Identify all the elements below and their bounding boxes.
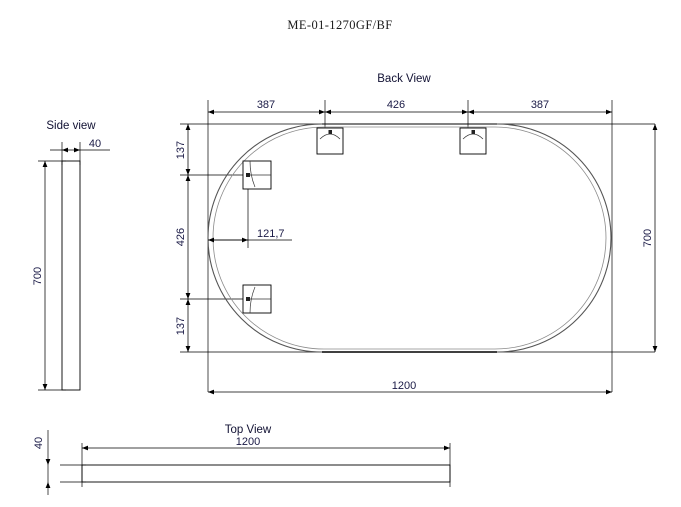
dimension-bottom-width: 1200 bbox=[208, 380, 612, 395]
dimension-top-width-value: 1200 bbox=[236, 436, 260, 448]
back-view-extension-lines bbox=[180, 100, 655, 392]
top-view-group: Top View 1200 40 bbox=[33, 424, 451, 495]
dimension-top-thickness-value: 40 bbox=[33, 437, 45, 449]
dimension-top-width: 1200 bbox=[82, 436, 450, 451]
dimension-side-thickness: 40 bbox=[50, 138, 110, 153]
mounting-bracket-top-left bbox=[316, 127, 344, 155]
side-view-panel bbox=[61, 160, 81, 391]
dimension-left-center-value: 426 bbox=[175, 228, 187, 246]
back-view-label: Back View bbox=[377, 73, 431, 85]
top-view-panel bbox=[81, 464, 451, 483]
dimension-top-center-value: 426 bbox=[387, 99, 405, 111]
dimension-top-thickness: 40 bbox=[33, 437, 51, 488]
side-view-group: Side view 40 700 bbox=[32, 120, 110, 391]
drawing-title: ME-01-1270GF/BF bbox=[287, 18, 392, 32]
dimension-right-height: 700 bbox=[642, 124, 658, 352]
top-view-label: Top View bbox=[225, 424, 272, 436]
dimension-top-right-value: 387 bbox=[531, 99, 549, 111]
dimension-right-height-value: 700 bbox=[642, 229, 654, 247]
dimension-left-bottom-value: 137 bbox=[175, 317, 187, 335]
dimension-left-top-value: 137 bbox=[175, 141, 187, 159]
dimension-bracket-offset: 121,7 bbox=[208, 228, 285, 243]
dimension-bracket-offset-value: 121,7 bbox=[257, 228, 285, 240]
back-view-group: 387 426 387 137 426 137 bbox=[175, 99, 658, 395]
mounting-bracket-top-right bbox=[459, 127, 487, 155]
dimension-side-height-value: 700 bbox=[32, 267, 44, 285]
mounting-bracket-left-upper bbox=[242, 160, 272, 190]
mirror-outline bbox=[207, 123, 612, 353]
mounting-bracket-left-lower bbox=[242, 284, 272, 314]
dimension-side-height: 700 bbox=[32, 161, 48, 390]
dimension-side-thickness-value: 40 bbox=[89, 138, 101, 150]
dimension-left-chain: 137 426 137 bbox=[175, 124, 191, 352]
side-view-label: Side view bbox=[46, 120, 96, 132]
dimension-top-chain: 387 426 387 bbox=[208, 99, 612, 115]
dimension-bottom-width-value: 1200 bbox=[392, 380, 416, 392]
dimension-top-left-value: 387 bbox=[257, 99, 275, 111]
